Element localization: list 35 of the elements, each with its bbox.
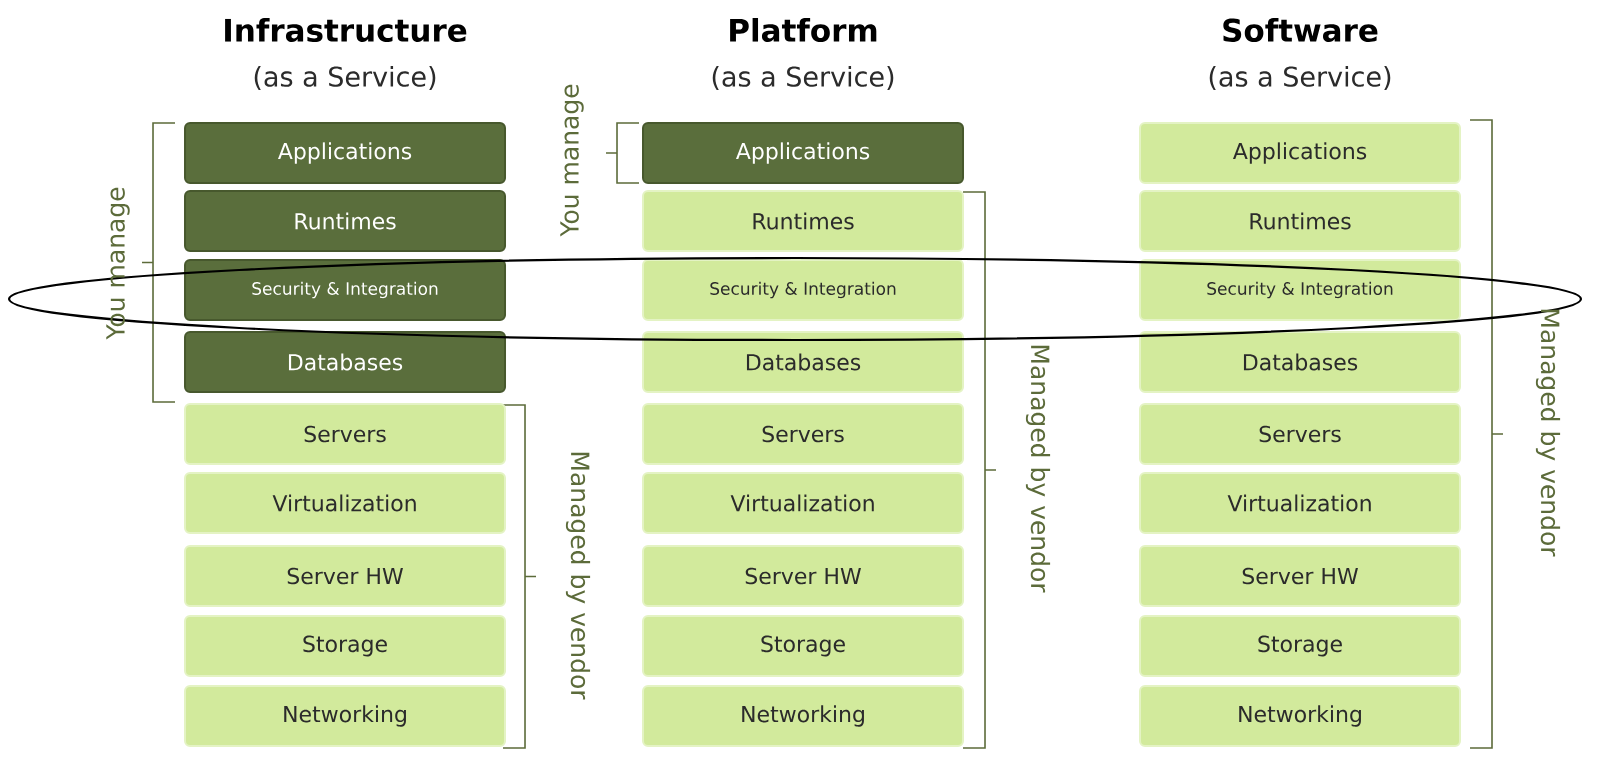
layer-box: Servers xyxy=(184,403,506,465)
column-subheading: (as a Service) xyxy=(712,65,894,91)
layer-box: Databases xyxy=(184,331,506,393)
layer-box: Server HW xyxy=(184,545,506,607)
layer-box: Applications xyxy=(184,122,506,184)
layer-box: Storage xyxy=(1139,615,1461,677)
column-heading: Infrastructure xyxy=(225,18,467,42)
layer-box: Virtualization xyxy=(642,472,964,534)
layer-box: Storage xyxy=(184,615,506,677)
bracket-label: You manage xyxy=(560,84,584,237)
bracket-label: You manage xyxy=(106,187,130,340)
layer-box: Virtualization xyxy=(1139,472,1461,534)
layer-box: Servers xyxy=(642,403,964,465)
layer-box: Runtimes xyxy=(642,190,964,252)
bracket-label: Managed by vendor xyxy=(1535,309,1561,557)
layer-box: Networking xyxy=(1139,685,1461,747)
layer-box: Servers xyxy=(1139,403,1461,465)
layer-box: Virtualization xyxy=(184,472,506,534)
layer-box: Networking xyxy=(642,685,964,747)
layer-box: Server HW xyxy=(1139,545,1461,607)
column-subheading: (as a Service) xyxy=(1209,65,1391,91)
bracket-label: Managed by vendor xyxy=(1025,345,1051,593)
column-subheading: (as a Service) xyxy=(254,65,436,91)
layer-box: Databases xyxy=(642,331,964,393)
column-heading: Platform xyxy=(730,18,877,42)
layer-box: Databases xyxy=(1139,331,1461,393)
layer-box: Applications xyxy=(1139,122,1461,184)
bracket-label: Managed by vendor xyxy=(565,452,591,700)
layer-box: Networking xyxy=(184,685,506,747)
layer-box: Runtimes xyxy=(184,190,506,252)
layer-box: Runtimes xyxy=(1139,190,1461,252)
layer-box: Storage xyxy=(642,615,964,677)
layer-box: Server HW xyxy=(642,545,964,607)
column-heading: Software xyxy=(1223,18,1378,42)
layer-box: Applications xyxy=(642,122,964,184)
